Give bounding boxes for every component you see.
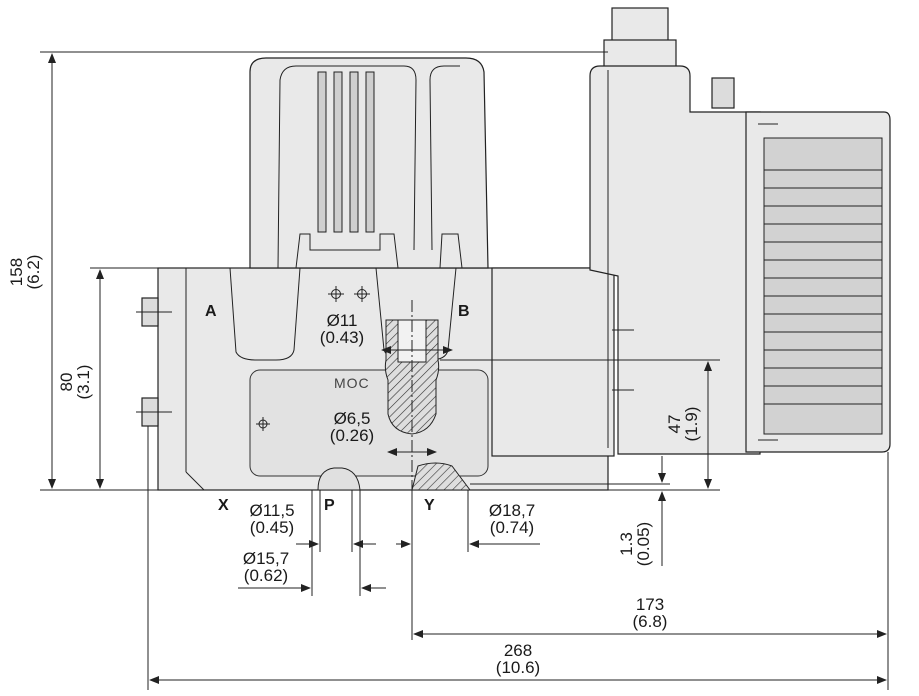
port-x-label: X [218,497,229,514]
dim-d6-5-in: (0.26) [330,426,374,445]
port-a-label: A [205,303,217,320]
dim-173-mm: 173 [636,595,664,614]
dim-47-in: (1.9) [682,407,701,442]
electronics-unit [589,7,891,455]
dim-d18-7-in: (0.74) [490,518,534,537]
dim-80: 80 (3.1) [57,365,93,400]
dim-47: 47 (1.9) [665,407,701,442]
dim-d18-7-mm: Ø18,7 [489,501,535,520]
dim-268-mm: 268 [504,641,532,660]
dim-d11-mm: Ø11 [327,311,358,330]
dim-158-mm: 158 [7,258,26,286]
dim-1-3: 1.3 (0.05) [617,522,653,566]
dim-d6-5-mm: Ø6,5 [334,409,371,428]
actuator-housing [249,57,489,269]
dim-1-3-in: (0.05) [634,522,653,566]
dim-47-mm: 47 [665,415,684,434]
dimension-lines [40,51,889,690]
dim-158: 158 (6.2) [7,255,43,290]
dim-1-3-mm: 1.3 [617,532,636,556]
dim-80-mm: 80 [57,373,76,392]
dim-80-in: (3.1) [74,365,93,400]
dim-d11-5-mm: Ø11,5 [249,501,294,520]
brand-label: MOC [334,375,370,391]
dim-268-in: (10.6) [496,658,540,677]
dim-d15-7-mm: Ø15,7 [243,549,289,568]
dim-d15-7-in: (0.62) [244,566,288,585]
dim-d11-in: (0.43) [320,328,364,347]
dim-173-in: (6.8) [633,612,668,631]
port-b-label: B [458,303,470,320]
dim-158-in: (6.2) [24,255,43,290]
port-y-label: Y [424,497,435,514]
port-p-label: P [324,497,335,514]
valve-body [136,267,615,491]
heatsink-fins [764,169,882,405]
dim-d11-5-in: (0.45) [250,518,294,537]
